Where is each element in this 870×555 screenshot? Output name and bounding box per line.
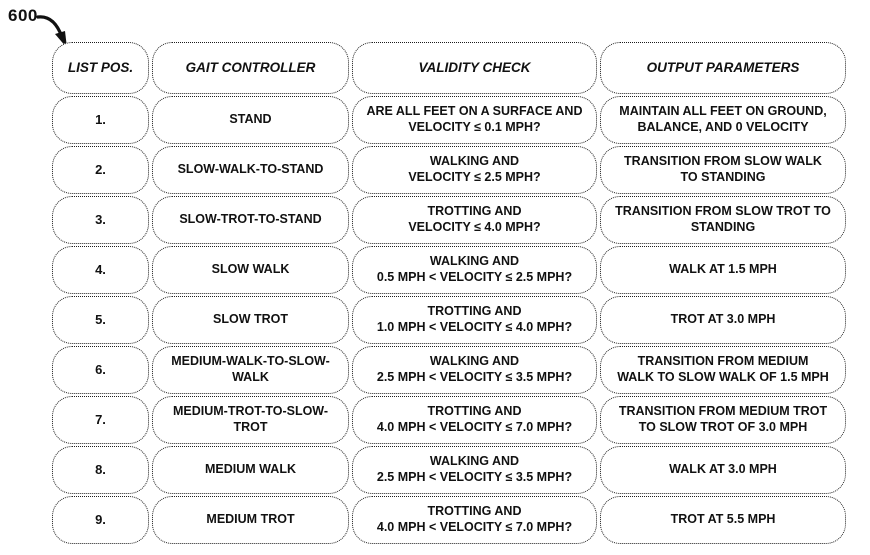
cell-gait-controller: MEDIUM WALK: [152, 446, 349, 494]
cell-list-pos: 4.: [52, 246, 149, 294]
cell-list-pos: 5.: [52, 296, 149, 344]
cell-gait-controller: SLOW WALK: [152, 246, 349, 294]
cell-validity-check: WALKING AND 2.5 MPH < VELOCITY ≤ 3.5 MPH…: [352, 346, 597, 394]
cell-output-parameters: TRANSITION FROM SLOW WALK TO STANDING: [600, 146, 846, 194]
cell-gait-controller: SLOW TROT: [152, 296, 349, 344]
cell-list-pos: 3.: [52, 196, 149, 244]
cell-validity-check: ARE ALL FEET ON A SURFACE AND VELOCITY ≤…: [352, 96, 597, 144]
cell-gait-controller: MEDIUM-WALK-TO-SLOW- WALK: [152, 346, 349, 394]
cell-gait-controller: STAND: [152, 96, 349, 144]
cell-validity-check: WALKING AND VELOCITY ≤ 2.5 MPH?: [352, 146, 597, 194]
cell-gait-controller: MEDIUM-TROT-TO-SLOW- TROT: [152, 396, 349, 444]
cell-output-parameters: TRANSITION FROM MEDIUM TROT TO SLOW TROT…: [600, 396, 846, 444]
column-header-validity-check: VALIDITY CHECK: [352, 42, 597, 94]
cell-gait-controller: SLOW-WALK-TO-STAND: [152, 146, 349, 194]
cell-validity-check: TROTTING AND 4.0 MPH < VELOCITY ≤ 7.0 MP…: [352, 496, 597, 544]
cell-validity-check: WALKING AND 2.5 MPH < VELOCITY ≤ 3.5 MPH…: [352, 446, 597, 494]
cell-list-pos: 7.: [52, 396, 149, 444]
cell-output-parameters: MAINTAIN ALL FEET ON GROUND, BALANCE, AN…: [600, 96, 846, 144]
column-header-output-parameters: OUTPUT PARAMETERS: [600, 42, 846, 94]
figure-number: 600: [8, 6, 38, 25]
cell-gait-controller: MEDIUM TROT: [152, 496, 349, 544]
gait-controller-table: LIST POS. GAIT CONTROLLER VALIDITY CHECK…: [52, 42, 846, 544]
cell-output-parameters: WALK AT 1.5 MPH: [600, 246, 846, 294]
column-header-gait-controller: GAIT CONTROLLER: [152, 42, 349, 94]
cell-output-parameters: TRANSITION FROM MEDIUM WALK TO SLOW WALK…: [600, 346, 846, 394]
cell-output-parameters: TROT AT 3.0 MPH: [600, 296, 846, 344]
cell-validity-check: TROTTING AND 4.0 MPH < VELOCITY ≤ 7.0 MP…: [352, 396, 597, 444]
column-header-list-pos: LIST POS.: [52, 42, 149, 94]
cell-validity-check: TROTTING AND VELOCITY ≤ 4.0 MPH?: [352, 196, 597, 244]
cell-list-pos: 1.: [52, 96, 149, 144]
cell-list-pos: 2.: [52, 146, 149, 194]
cell-output-parameters: TRANSITION FROM SLOW TROT TO STANDING: [600, 196, 846, 244]
cell-list-pos: 8.: [52, 446, 149, 494]
cell-output-parameters: TROT AT 5.5 MPH: [600, 496, 846, 544]
cell-list-pos: 9.: [52, 496, 149, 544]
cell-output-parameters: WALK AT 3.0 MPH: [600, 446, 846, 494]
cell-gait-controller: SLOW-TROT-TO-STAND: [152, 196, 349, 244]
cell-validity-check: WALKING AND 0.5 MPH < VELOCITY ≤ 2.5 MPH…: [352, 246, 597, 294]
cell-validity-check: TROTTING AND 1.0 MPH < VELOCITY ≤ 4.0 MP…: [352, 296, 597, 344]
cell-list-pos: 6.: [52, 346, 149, 394]
